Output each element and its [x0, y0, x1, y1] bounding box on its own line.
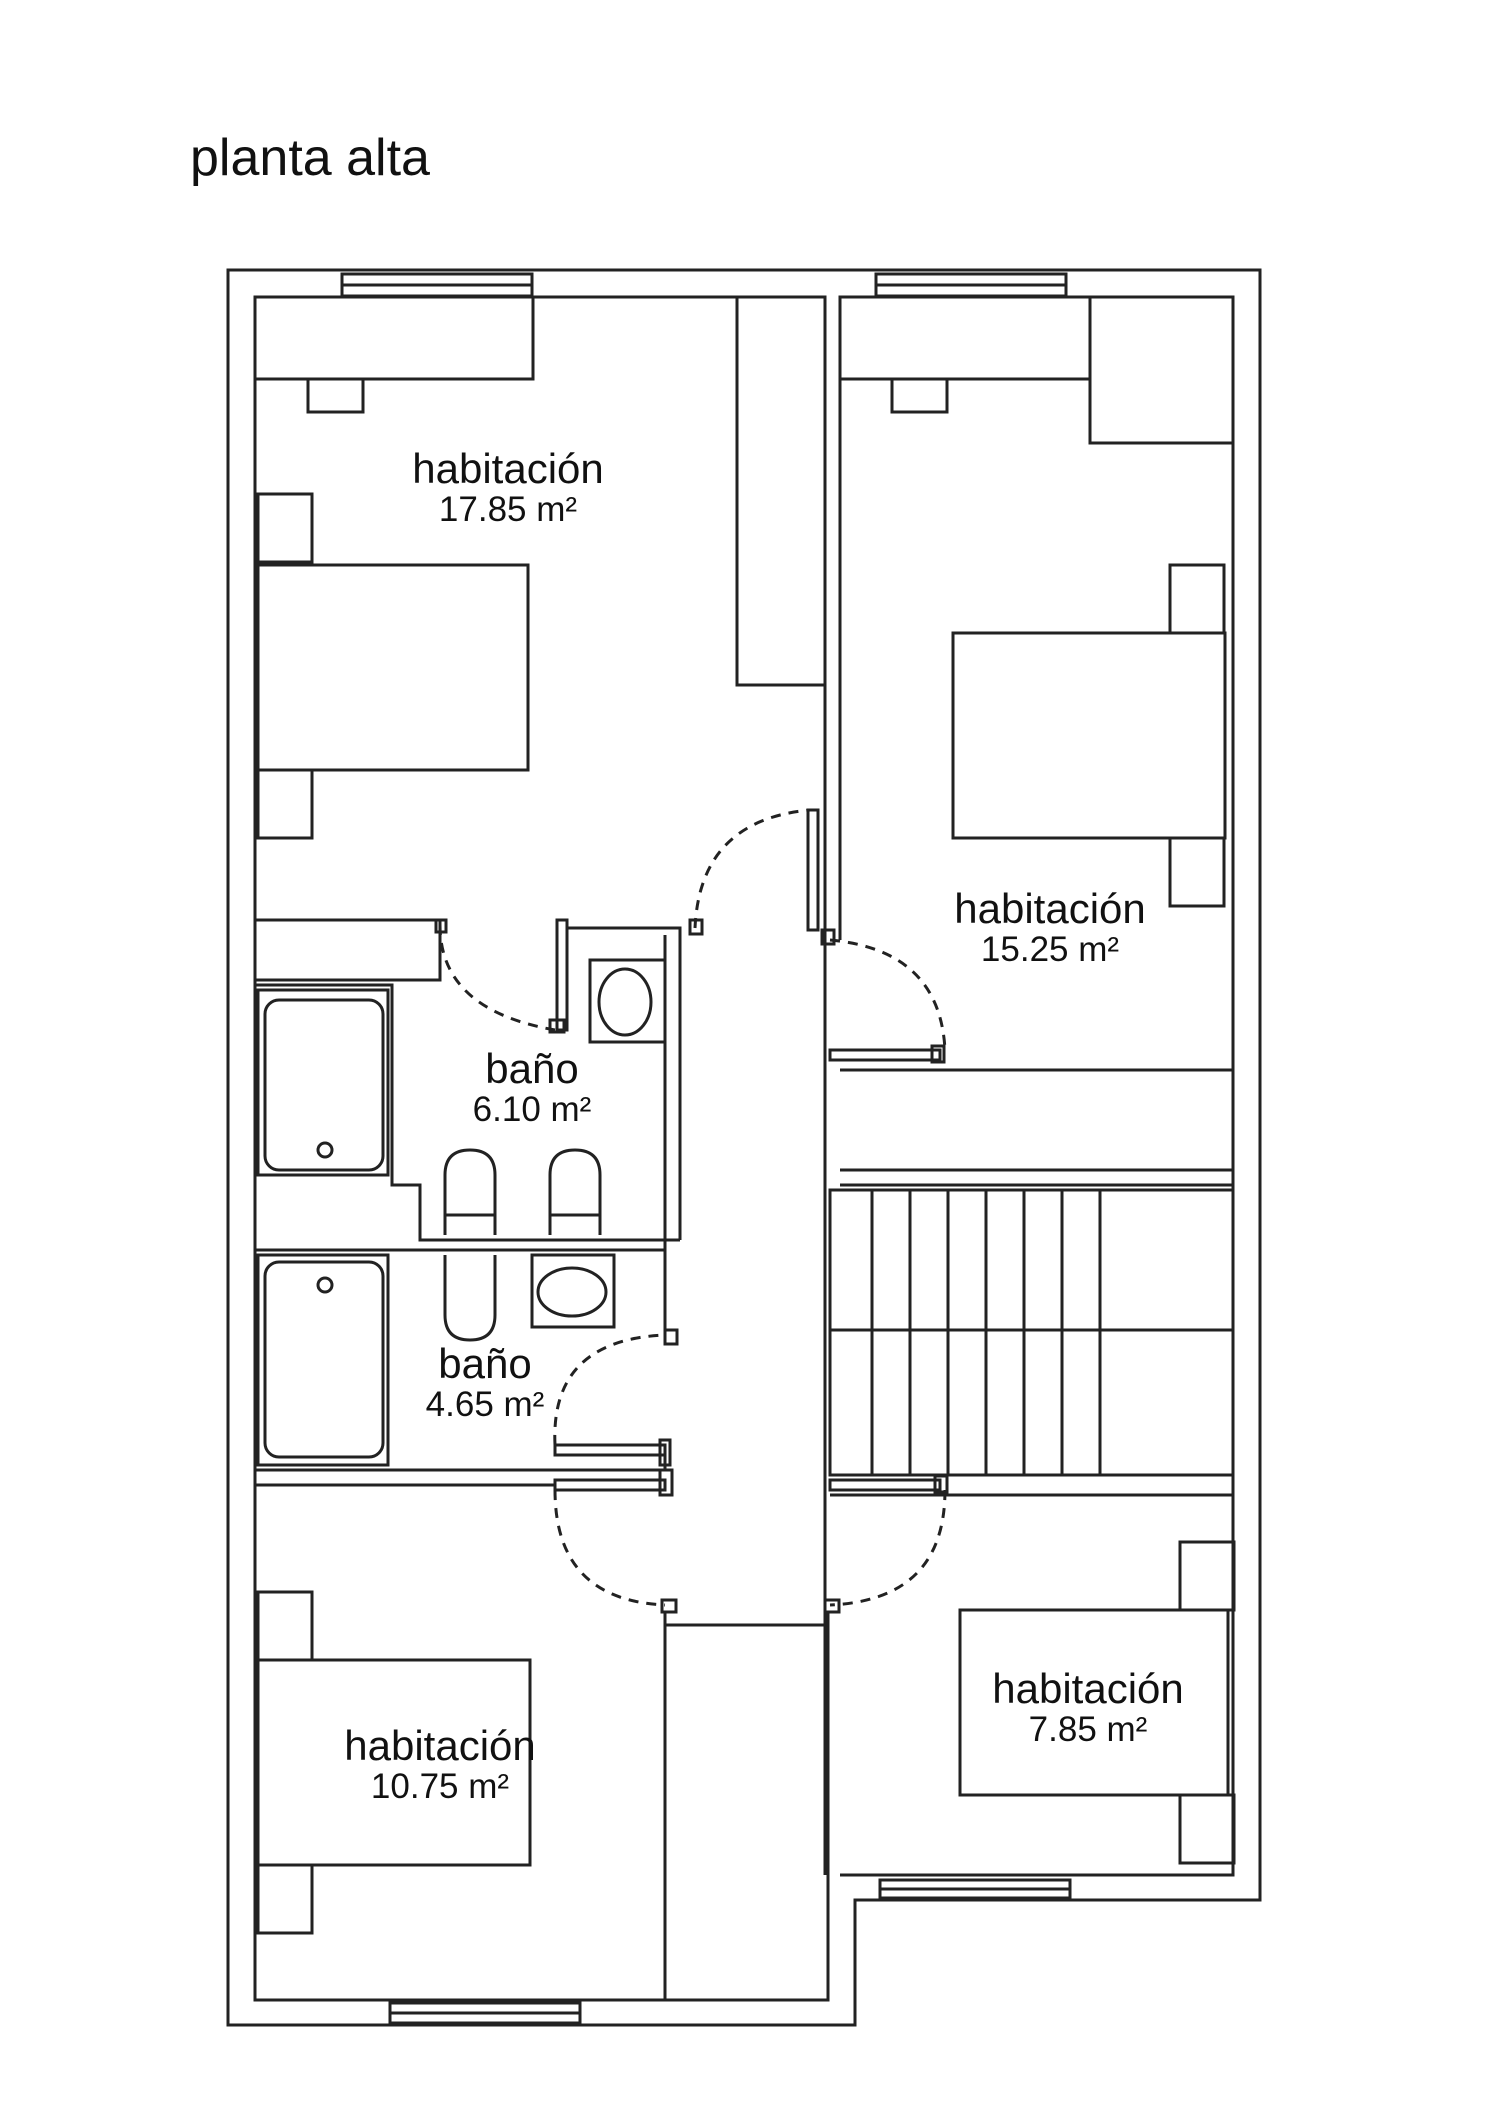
bidet	[445, 1150, 495, 1235]
plan-title: planta alta	[190, 129, 430, 187]
staircase	[830, 1190, 1233, 1475]
sink-2	[532, 1255, 614, 1327]
room-name: baño	[438, 1340, 532, 1387]
door-arc-hall-top	[695, 810, 810, 928]
closet-column	[737, 297, 825, 685]
room-label-bedroom-2: habitación 15.25 m²	[954, 885, 1146, 969]
room-label-bedroom-4: habitación 7.85 m²	[992, 1665, 1184, 1749]
desk-top-right	[840, 297, 1090, 379]
room-label-bedroom-1: habitación 17.85 m²	[412, 445, 604, 529]
bed-right	[953, 633, 1225, 838]
outer-wall	[228, 270, 1260, 2025]
room-label-bathroom-1: baño 6.10 m²	[472, 1045, 592, 1129]
room-label-bedroom-3: habitación 10.75 m²	[344, 1722, 536, 1806]
stair-steps	[830, 1190, 1233, 1475]
toilet-1	[550, 1150, 600, 1235]
room-area: 15.25 m²	[980, 930, 1120, 969]
bed-bottom-left	[258, 1660, 530, 1865]
room-name: baño	[485, 1045, 579, 1092]
room-area: 6.10 m²	[472, 1090, 592, 1129]
room-name: habitación	[954, 885, 1146, 932]
bed-top-left	[258, 565, 528, 770]
room-area: 10.75 m²	[370, 1767, 510, 1806]
door-arc-bottom-right	[830, 1490, 945, 1605]
door-arc-top-left	[440, 925, 555, 1030]
door-arc-bottom-left	[555, 1490, 665, 1605]
toilet-2	[445, 1255, 495, 1340]
bathtub-1	[258, 990, 388, 1175]
bed-bottom-right	[960, 1610, 1228, 1795]
room-name: habitación	[412, 445, 604, 492]
sink-1	[590, 960, 665, 1042]
door-arc-right-top	[830, 940, 945, 1050]
bathtub-2	[258, 1255, 388, 1465]
room-area: 7.85 m²	[1028, 1710, 1148, 1749]
room-area: 17.85 m²	[438, 490, 578, 529]
room-area: 4.65 m²	[425, 1385, 545, 1424]
room-label-bathroom-2: baño 4.65 m²	[425, 1340, 545, 1424]
room-name: habitación	[992, 1665, 1184, 1712]
desk-top-left	[255, 297, 533, 379]
door-arc-bath2	[555, 1335, 665, 1445]
room-name: habitación	[344, 1722, 536, 1769]
